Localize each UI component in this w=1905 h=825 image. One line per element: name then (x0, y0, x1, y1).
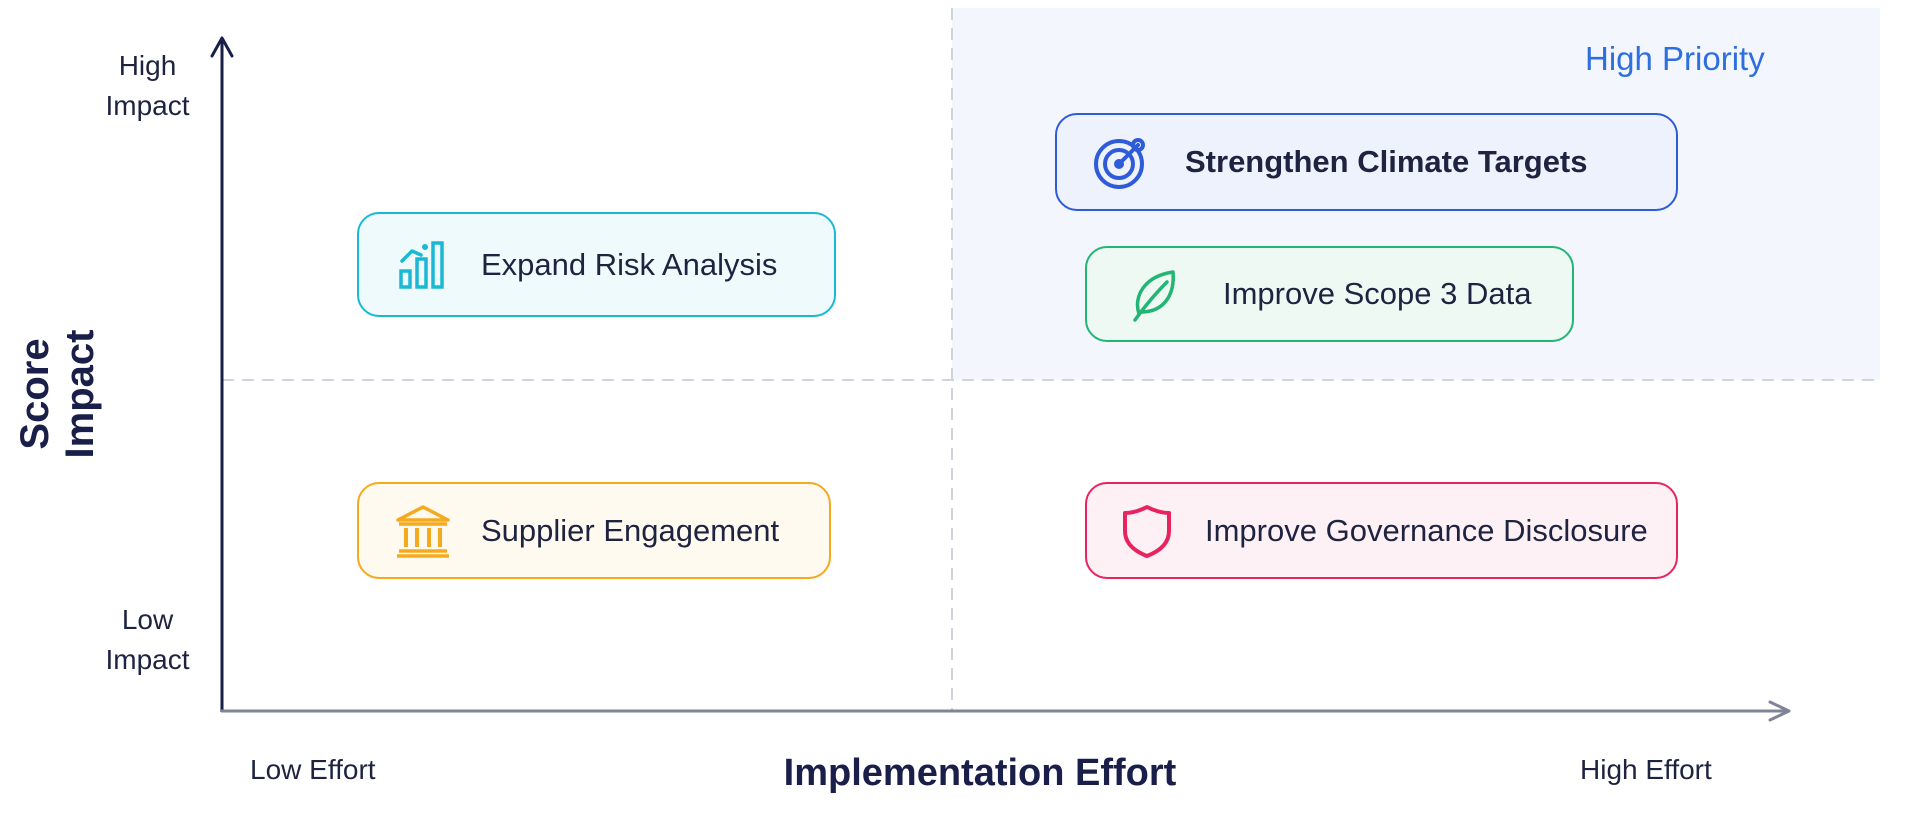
x-axis-arrowhead (1768, 700, 1791, 722)
y-high-label: High Impact (90, 46, 205, 126)
card-improve-scope-3-data[interactable]: Improve Scope 3 Data (1085, 246, 1574, 342)
bar-chart-icon (397, 237, 453, 293)
high-priority-label: High Priority (1585, 40, 1765, 77)
target-icon (1093, 134, 1149, 190)
card-label: Improve Scope 3 Data (1223, 276, 1532, 311)
card-supplier-engagement[interactable]: Supplier Engagement (357, 482, 831, 579)
shield-icon (1119, 503, 1175, 559)
y-axis-title: Score Impact (13, 329, 102, 459)
card-expand-risk-analysis[interactable]: Expand Risk Analysis (357, 212, 836, 317)
x-low-label: Low Effort (250, 754, 376, 785)
card-improve-governance-disclosure[interactable]: Improve Governance Disclosure (1085, 482, 1678, 579)
card-strengthen-climate-targets[interactable]: Strengthen Climate Targets (1055, 113, 1678, 211)
card-label: Expand Risk Analysis (481, 246, 778, 282)
bank-icon (395, 503, 451, 559)
y-high-line-2: Impact (105, 90, 190, 121)
y-low-line-1: Low (121, 604, 174, 635)
y-low-label: Low Impact (90, 600, 205, 680)
card-label: Strengthen Climate Targets (1185, 144, 1588, 179)
card-label: Improve Governance Disclosure (1205, 512, 1648, 548)
card-label: Supplier Engagement (481, 512, 780, 548)
y-high-line-1: High (118, 50, 177, 81)
leaf-icon (1127, 266, 1183, 322)
y-low-line-2: Impact (105, 644, 190, 675)
y-axis-arrowhead (210, 36, 234, 58)
x-high-label: High Effort (1580, 754, 1712, 785)
x-axis-title: Implementation Effort (783, 752, 1177, 794)
